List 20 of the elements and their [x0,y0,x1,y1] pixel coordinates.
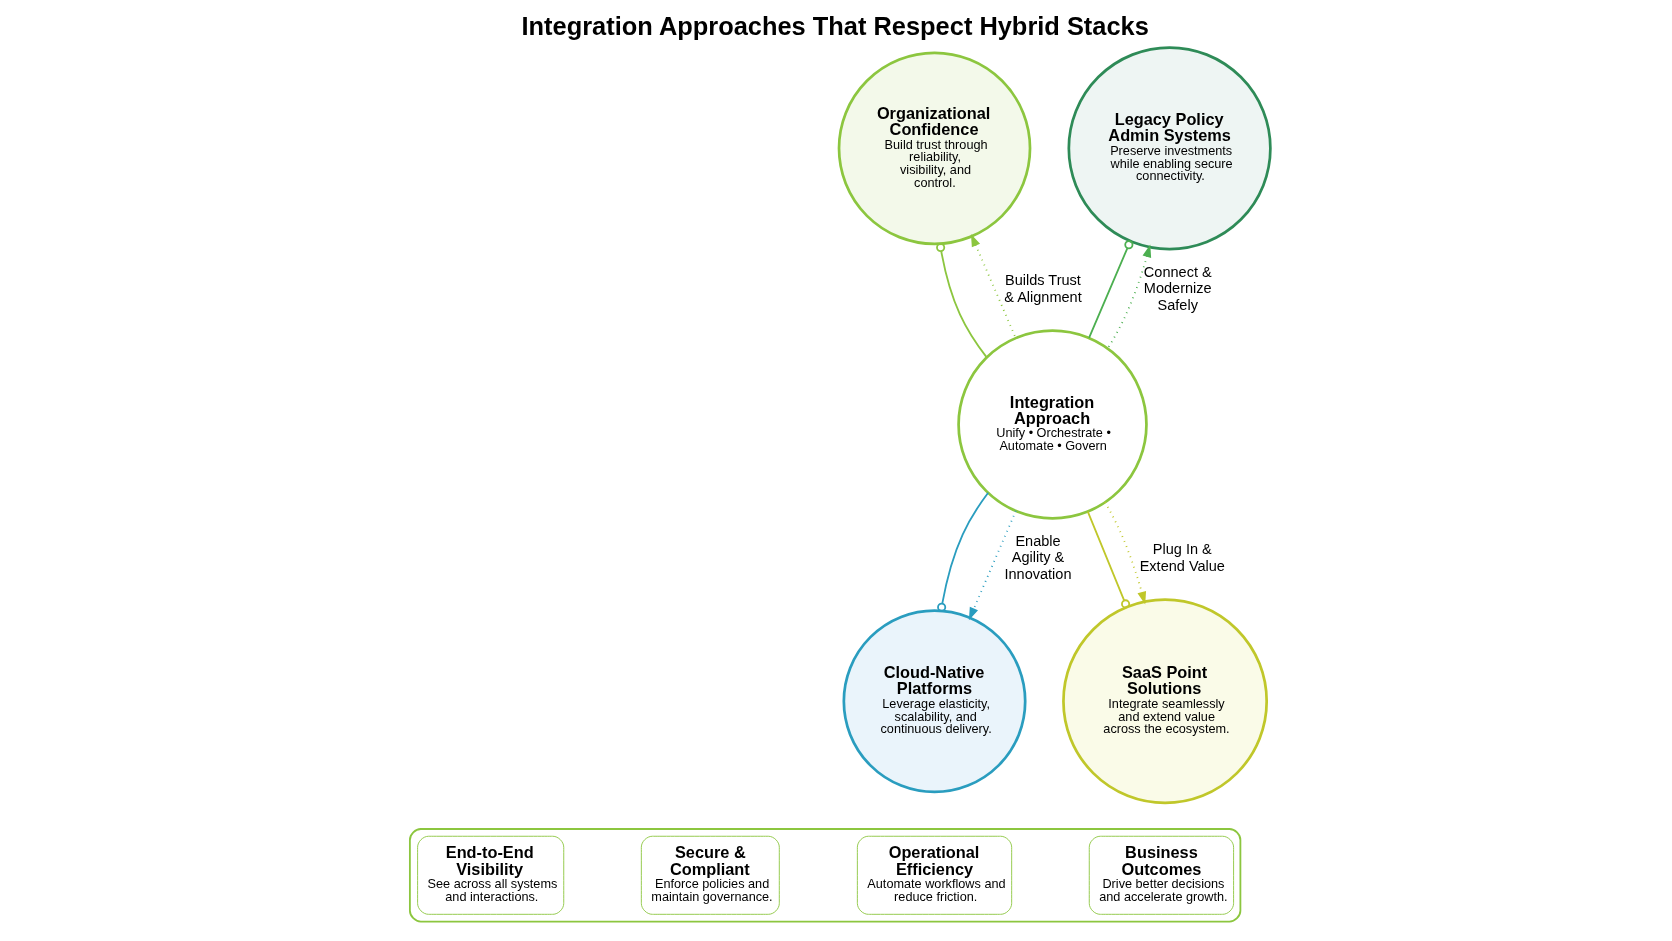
node-box: End-to-End Visibility See across all systems and interactions. [416,835,564,915]
connector [935,243,988,359]
node-box: Business Outcomes Drive better decisions and accelerate growth. [1088,835,1234,915]
edge-label: Connect & Modernize Safely [1143,264,1212,313]
node-box: Operational Efficiency Automate workflows and reduce friction. [856,835,1012,915]
connector [1086,510,1130,609]
connector [936,491,989,612]
edge-label: Builds Trust & Alignment [1003,272,1082,305]
edge-label: Enable Agility & Innovation [1003,533,1071,582]
node-circle: Cloud-Native Platforms Leverage elasticity, scalability, and continuous delivery. [842,609,1027,794]
node-circle: Integration Approach Unify • Orchestrate • Automate • Govern [956,329,1148,520]
arrow [1106,244,1151,350]
arrow [1103,501,1146,605]
node-box: Secure & Compliant Enforce policies and maintain governance. [640,835,780,915]
diagram-title: Integration Approaches That Respect Hybrid Stacks [521,12,1149,41]
cluster [408,828,1241,923]
edge-label: Plug In & Extend Value [1139,541,1225,574]
connector [1087,240,1133,339]
arrow [968,509,1017,621]
arrow [970,233,1017,339]
